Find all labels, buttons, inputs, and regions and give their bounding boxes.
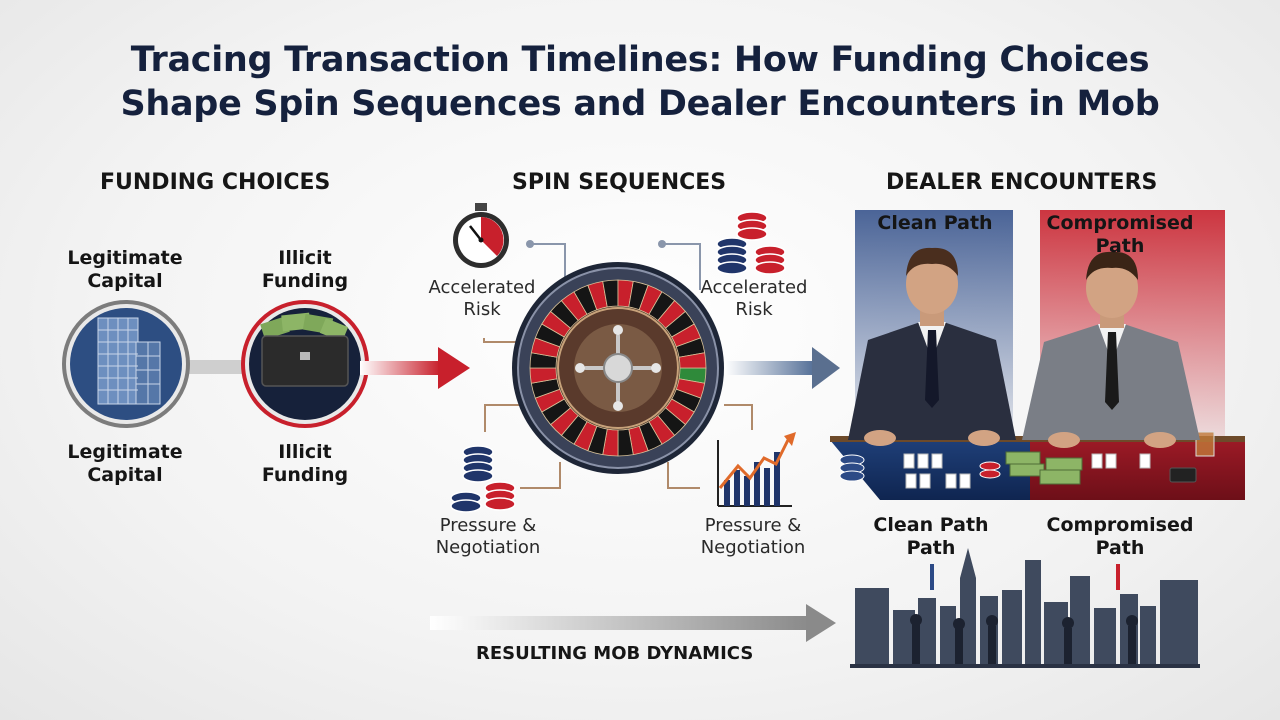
poker-chips-icon <box>450 445 516 513</box>
compromised-path-label-top: Compromised Path <box>1046 212 1194 257</box>
dealer-figure-icon <box>848 247 1016 446</box>
page-title: Tracing Transaction Timelines: How Fundi… <box>0 38 1280 126</box>
illicit-funding-label-bottom: Illicit Funding <box>261 441 349 486</box>
clean-path-marker <box>930 564 934 590</box>
illicit-funding-label-top: Illicit Funding <box>261 247 349 292</box>
dealer-encounters-heading: DEALER ENCOUNTERS <box>886 170 1158 195</box>
funding-choices-heading: FUNDING CHOICES <box>100 170 331 195</box>
pressure-negotiation-label-right: Pressure & Negotiation <box>700 515 806 558</box>
resulting-dynamics-arrow <box>430 604 836 642</box>
clean-path-table <box>830 436 1030 500</box>
spin-to-dealer-arrow <box>725 347 840 389</box>
compromised-path-table <box>1005 431 1245 500</box>
title-line-2: Shape Spin Sequences and Dealer Encounte… <box>120 84 1160 124</box>
accelerated-risk-label-right: Accelerated Risk <box>700 277 808 320</box>
funding-connector <box>170 360 260 374</box>
stopwatch-icon <box>453 203 509 268</box>
spin-sequences-heading: SPIN SEQUENCES <box>512 170 727 195</box>
office-building-icon <box>62 300 190 428</box>
rising-chart-icon <box>717 432 796 507</box>
funding-to-spin-arrow <box>360 347 470 389</box>
accelerated-risk-label-left: Accelerated Risk <box>428 277 536 320</box>
compromised-path-label-bottom: Compromised Path <box>1046 514 1194 559</box>
roulette-wheel-icon <box>512 262 724 474</box>
cash-briefcase-icon <box>241 300 369 428</box>
clean-path-label-top: Clean Path <box>877 212 993 234</box>
roulette-pocket <box>678 352 707 369</box>
poker-chips-icon <box>716 211 786 275</box>
clean-path-label-bottom: Clean Path Path <box>873 514 989 559</box>
compromised-path-marker <box>1116 564 1120 590</box>
wheel-connectors <box>530 243 701 290</box>
city-skyline-icon <box>850 548 1200 668</box>
pressure-negotiation-label-left: Pressure & Negotiation <box>435 515 541 558</box>
resulting-mob-dynamics-label: RESULTING MOB DYNAMICS <box>476 643 754 664</box>
legitimate-capital-label-bottom: Legitimate Capital <box>67 441 183 486</box>
title-line-1: Tracing Transaction Timelines: How Fundi… <box>130 40 1150 80</box>
legitimate-capital-label-top: Legitimate Capital <box>67 247 183 292</box>
dealer-figure-icon <box>1022 251 1200 448</box>
